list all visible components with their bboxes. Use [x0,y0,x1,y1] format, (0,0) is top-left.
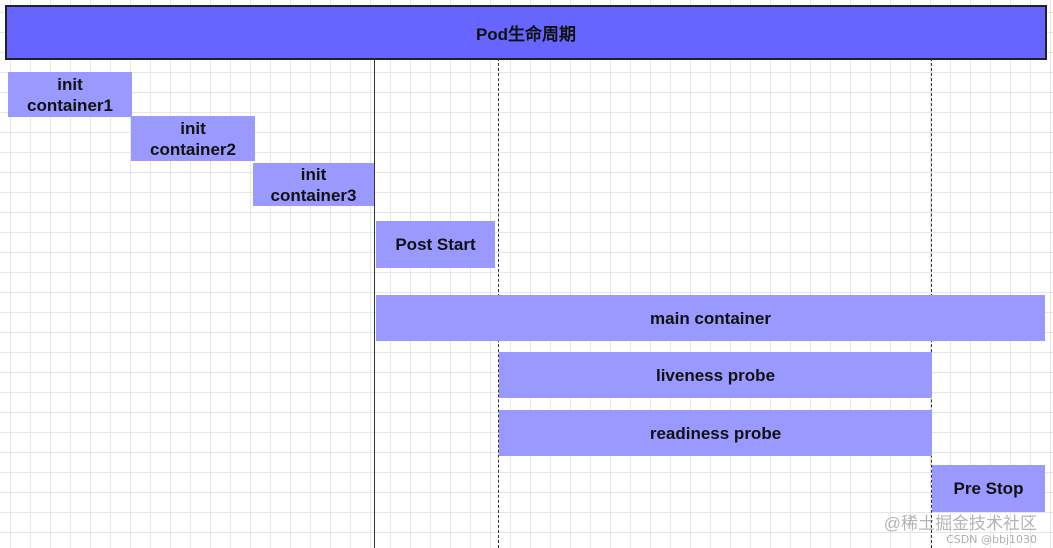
init-container3-bar: init container3 [253,163,374,206]
pre-stop-bar: Pre Stop [932,465,1045,512]
liveness-probe-bar: liveness probe [499,352,932,398]
watermark-text: @稀土掘金技术社区 [883,514,1037,533]
readiness-probe-label: readiness probe [649,423,782,443]
liveness-probe-label: liveness probe [655,365,776,385]
init-container1-label: init container1 [27,74,113,115]
init-container2-bar: init container2 [131,116,255,161]
main-container-start-line [374,58,375,548]
diagram-title: Pod生命周期 [475,25,577,44]
pre-stop-label: Pre Stop [953,479,1024,498]
watermark-subtext: CSDN @bbj1030 [946,533,1037,546]
main-container-label: main container [650,308,771,328]
readiness-probe-bar: readiness probe [499,410,932,456]
post-start-bar: Post Start [376,221,495,268]
init-container3-label: init container3 [270,164,357,205]
main-container-bar: main container [376,295,1045,341]
init-container2-label: init container2 [150,118,236,159]
post-start-label: Post Start [395,235,476,254]
diagram-title-bar: Pod生命周期 [5,5,1047,60]
init-container1-bar: init container1 [8,72,132,117]
